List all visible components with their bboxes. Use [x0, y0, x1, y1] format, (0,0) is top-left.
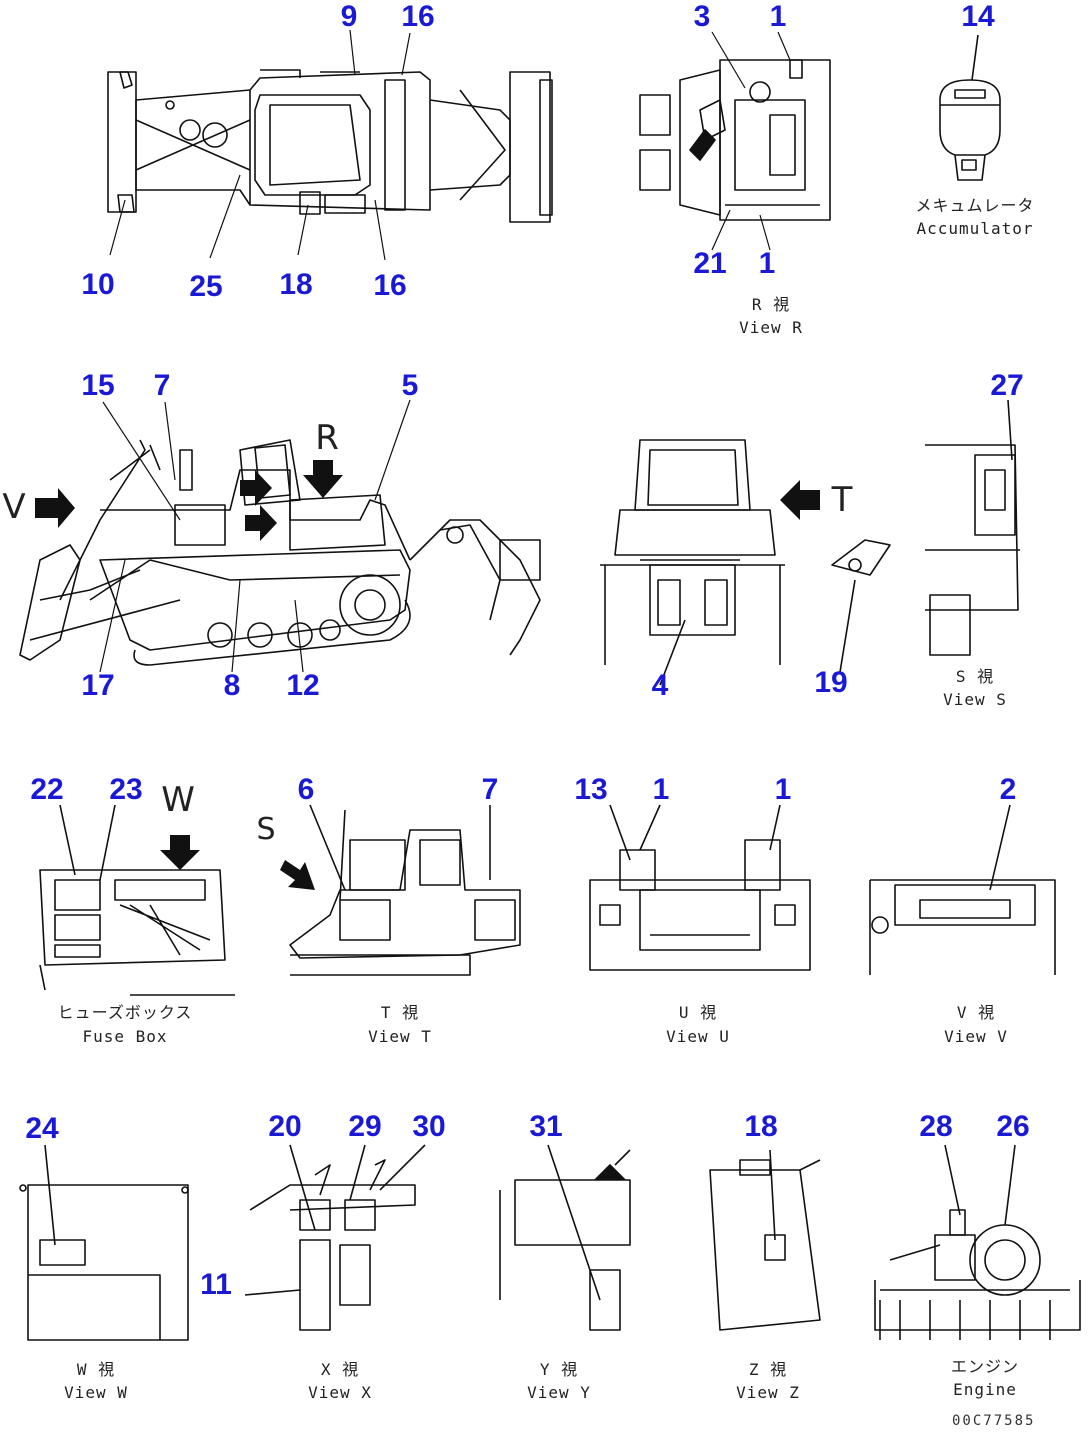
callout-number: 7	[153, 369, 171, 402]
side-view-machine	[19, 439, 541, 666]
callout-number: 18	[744, 1110, 778, 1143]
view-letter: V	[2, 487, 26, 527]
view-letter: R	[315, 418, 339, 458]
caption-fuse-box-jp: ヒューズボックス	[57, 1003, 193, 1022]
callout-number: 7	[481, 773, 499, 806]
caption-view-s-en: View S	[943, 690, 1007, 709]
view-r-drawing	[639, 59, 831, 221]
view-letter: T	[831, 480, 853, 520]
callout-number: 18	[279, 268, 313, 301]
view-u-drawing	[589, 804, 811, 971]
leader-lines-3	[99, 399, 411, 673]
view-y-drawing	[499, 1144, 631, 1331]
caption-engine-en: Engine	[953, 1380, 1017, 1399]
callout-number: 1	[769, 0, 787, 33]
accumulator-drawing	[939, 34, 1001, 181]
callout-number: 29	[348, 1110, 382, 1143]
caption-view-x-jp: X 視	[320, 1360, 360, 1379]
callout-number: 15	[81, 369, 115, 402]
caption-view-x-en: View X	[308, 1383, 372, 1402]
drawing-code: 00C77585	[952, 1413, 1036, 1429]
caption-view-u-en: View U	[666, 1027, 730, 1046]
callout-number: 20	[268, 1110, 302, 1143]
view-arrows	[35, 460, 820, 890]
caption-fuse-box-en: Fuse Box	[82, 1027, 168, 1046]
callout-number: 13	[574, 773, 608, 806]
view-v-drawing	[869, 804, 1056, 975]
caption-engine-jp: エンジン	[950, 1357, 1020, 1376]
caption-accumulator-en: Accumulator	[916, 219, 1034, 238]
view-letter: W	[161, 780, 195, 820]
callout-number: 16	[373, 269, 407, 302]
callout-number: 25	[189, 270, 223, 303]
engine-drawing	[874, 1144, 1081, 1340]
callout-number: 16	[401, 0, 435, 33]
view-x-drawing	[244, 1144, 426, 1331]
leader-lines-1	[109, 29, 411, 261]
caption-view-r-en: View R	[739, 318, 803, 337]
leader-lines-2	[711, 31, 791, 251]
callout-number: 10	[81, 268, 115, 301]
callout-number: 12	[286, 669, 320, 702]
view-t-drawing	[600, 439, 785, 686]
view-z-drawing	[709, 1149, 821, 1331]
callout-number: 24	[25, 1112, 59, 1145]
callout-number: 4	[651, 669, 669, 702]
callout-number: 22	[30, 773, 64, 806]
view-w-drawing	[19, 1144, 189, 1341]
caption-view-r-jp: R 視	[751, 295, 791, 314]
caption-view-y-jp: Y 視	[539, 1360, 579, 1379]
callout-number: 30	[412, 1110, 446, 1143]
caption-view-y-en: View Y	[527, 1383, 591, 1402]
callout-number: 19	[814, 666, 848, 699]
caption-view-v-en: View V	[944, 1027, 1008, 1046]
caption-view-s-jp: S 視	[955, 667, 995, 686]
callout-number: 1	[774, 773, 792, 806]
view-t2-drawing	[289, 804, 521, 976]
view-letter: S	[256, 812, 276, 847]
caption-view-u-jp: U 視	[678, 1003, 718, 1022]
callout-number: 8	[223, 669, 241, 702]
callout-number: 6	[297, 773, 315, 806]
callout-number: 11	[200, 1268, 232, 1301]
callout-number: 23	[109, 773, 143, 806]
callout-number: 17	[81, 669, 115, 702]
fuse-box-drawing	[39, 804, 235, 996]
callout-number: 1	[758, 247, 776, 280]
callout-number: 27	[990, 369, 1024, 402]
caption-view-z-en: View Z	[736, 1383, 800, 1402]
caption-view-t-en: View T	[368, 1027, 432, 1046]
caption-view-w-en: View W	[64, 1383, 128, 1402]
top-view-machine	[107, 69, 553, 223]
callout-number: 3	[693, 0, 711, 33]
callout-number: 21	[693, 247, 727, 280]
callout-number: 9	[340, 0, 358, 33]
caption-accumulator-jp: メキュムレータ	[915, 196, 1035, 215]
view-s-parts	[831, 539, 891, 673]
callout-number: 14	[961, 0, 995, 33]
callout-number: 1	[652, 773, 670, 806]
caption-view-v-jp: V 視	[956, 1003, 996, 1022]
view-s-drawing	[925, 399, 1020, 656]
callout-number: 31	[529, 1110, 563, 1143]
caption-view-z-jp: Z 視	[748, 1360, 788, 1379]
callout-number: 5	[401, 369, 419, 402]
caption-view-w-jp: W 視	[76, 1360, 116, 1379]
callout-number: 28	[919, 1110, 953, 1143]
caption-view-t-jp: T 視	[380, 1003, 420, 1022]
callout-number: 26	[996, 1110, 1030, 1143]
callout-number: 2	[999, 773, 1017, 806]
